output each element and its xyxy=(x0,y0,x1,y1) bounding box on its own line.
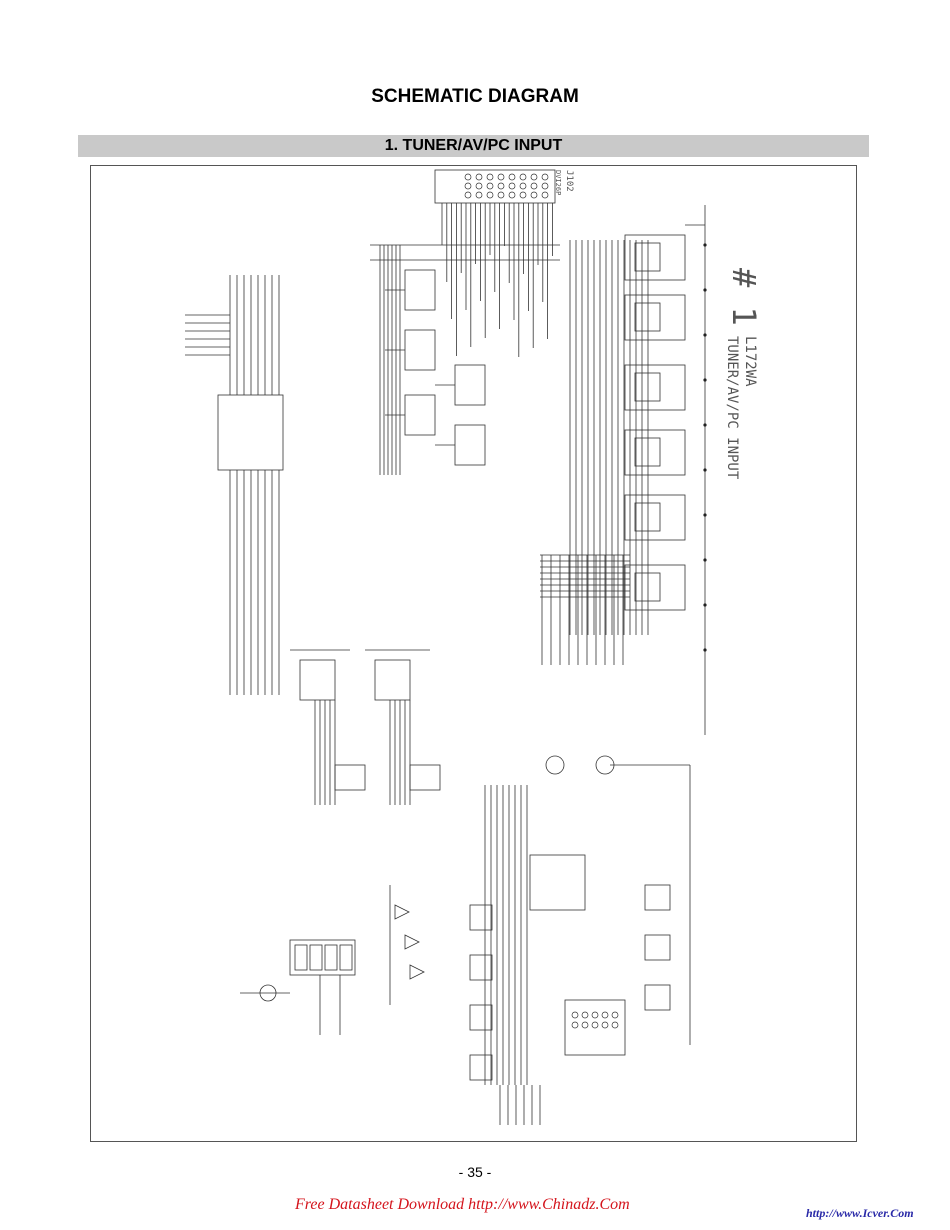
section-header: 1. TUNER/AV/PC INPUT xyxy=(78,135,869,157)
connector-pin xyxy=(519,191,527,199)
switch-ic xyxy=(624,494,686,541)
ic-u103 xyxy=(217,394,284,471)
eeprom-ic xyxy=(374,659,411,701)
connector-pin xyxy=(519,182,527,190)
junction-dot xyxy=(703,468,707,472)
resistor xyxy=(324,944,338,971)
transistor-block xyxy=(404,329,436,371)
switch-ic xyxy=(624,364,686,411)
connector-pin xyxy=(541,182,549,190)
switch-ic xyxy=(624,564,686,611)
connector-pin xyxy=(581,1011,589,1019)
connector-pin xyxy=(571,1011,579,1019)
connector-pin xyxy=(611,1011,619,1019)
transistor-block xyxy=(404,394,436,436)
ic-body xyxy=(634,572,661,602)
ic-body xyxy=(409,764,441,791)
transistor-block xyxy=(404,269,436,311)
connector-pin xyxy=(486,182,494,190)
connector-ref: J102 xyxy=(564,170,574,192)
diode-array xyxy=(469,904,493,931)
connector-pin xyxy=(541,173,549,181)
junction-dot xyxy=(703,243,707,247)
resistor-array xyxy=(289,939,356,976)
buffer-gate xyxy=(409,964,425,980)
resistor xyxy=(294,944,308,971)
connector-pin xyxy=(475,173,483,181)
connector-pin xyxy=(530,182,538,190)
ic-body xyxy=(334,764,366,791)
connector-pin xyxy=(601,1011,609,1019)
diode-array xyxy=(644,884,671,911)
vga-connector xyxy=(564,999,626,1056)
connector-pin xyxy=(475,191,483,199)
connector-pin xyxy=(581,1021,589,1029)
connector-pin xyxy=(519,173,527,181)
switch-ic xyxy=(624,234,686,281)
junction-dot xyxy=(703,423,707,427)
resistor xyxy=(339,944,353,971)
transistor-block xyxy=(454,364,486,406)
diode-array xyxy=(469,954,493,981)
connector-pin xyxy=(497,182,505,190)
connector-pin xyxy=(464,173,472,181)
connector-pin xyxy=(541,191,549,199)
junction-dot xyxy=(703,288,707,292)
junction-dot xyxy=(703,603,707,607)
buffer-gate xyxy=(394,904,410,920)
ic-body xyxy=(634,302,661,332)
junction-dot xyxy=(703,378,707,382)
connector-pin xyxy=(486,191,494,199)
ic-u105 xyxy=(529,854,586,911)
ic-body xyxy=(634,372,661,402)
switch-ic xyxy=(624,294,686,341)
connector-pin xyxy=(464,182,472,190)
connector-pin xyxy=(475,182,483,190)
connector-pin xyxy=(497,191,505,199)
junction-dot xyxy=(703,648,707,652)
transistor xyxy=(595,755,615,775)
diode-array xyxy=(469,1004,493,1031)
schematic-frame xyxy=(90,165,857,1142)
connector-type: DVI26P xyxy=(554,170,562,196)
transistor-block xyxy=(454,424,486,466)
connector-pin xyxy=(497,173,505,181)
connector-pin xyxy=(601,1021,609,1029)
eeprom-ic xyxy=(299,659,336,701)
transistor xyxy=(545,755,565,775)
connector-pin xyxy=(508,182,516,190)
diode-array xyxy=(469,1054,493,1081)
connector-pin xyxy=(611,1021,619,1029)
connector-pin xyxy=(591,1011,599,1019)
diode-array xyxy=(644,984,671,1011)
switch-ic xyxy=(624,429,686,476)
ic-body xyxy=(634,502,661,532)
junction-dot xyxy=(703,513,707,517)
footer-link-icver[interactable]: http://www.Icver.Com xyxy=(806,1206,914,1220)
model-label: L172WA xyxy=(742,336,758,387)
connector-pin xyxy=(508,173,516,181)
junction-dot xyxy=(703,558,707,562)
connector-pin xyxy=(571,1021,579,1029)
ic-body xyxy=(634,437,661,467)
buffer-gate xyxy=(404,934,420,950)
connector-pin xyxy=(486,173,494,181)
diode-array xyxy=(644,934,671,961)
sheet-number: # 1 xyxy=(725,268,763,326)
sheet-title: TUNER/AV/PC INPUT xyxy=(724,336,740,480)
page-title: SCHEMATIC DIAGRAM xyxy=(371,86,579,107)
page-number: - 35 - xyxy=(458,1164,492,1180)
ic-body xyxy=(634,242,661,272)
connector-pin xyxy=(508,191,516,199)
schematic-drawing xyxy=(185,169,707,1125)
resistor xyxy=(309,944,323,971)
connector-pin xyxy=(530,173,538,181)
connector-pin xyxy=(530,191,538,199)
connector-pin xyxy=(464,191,472,199)
footer-link-chinadz[interactable]: Free Datasheet Download http://www.China… xyxy=(295,1196,630,1213)
connector-pin xyxy=(591,1021,599,1029)
junction-dot xyxy=(703,333,707,337)
